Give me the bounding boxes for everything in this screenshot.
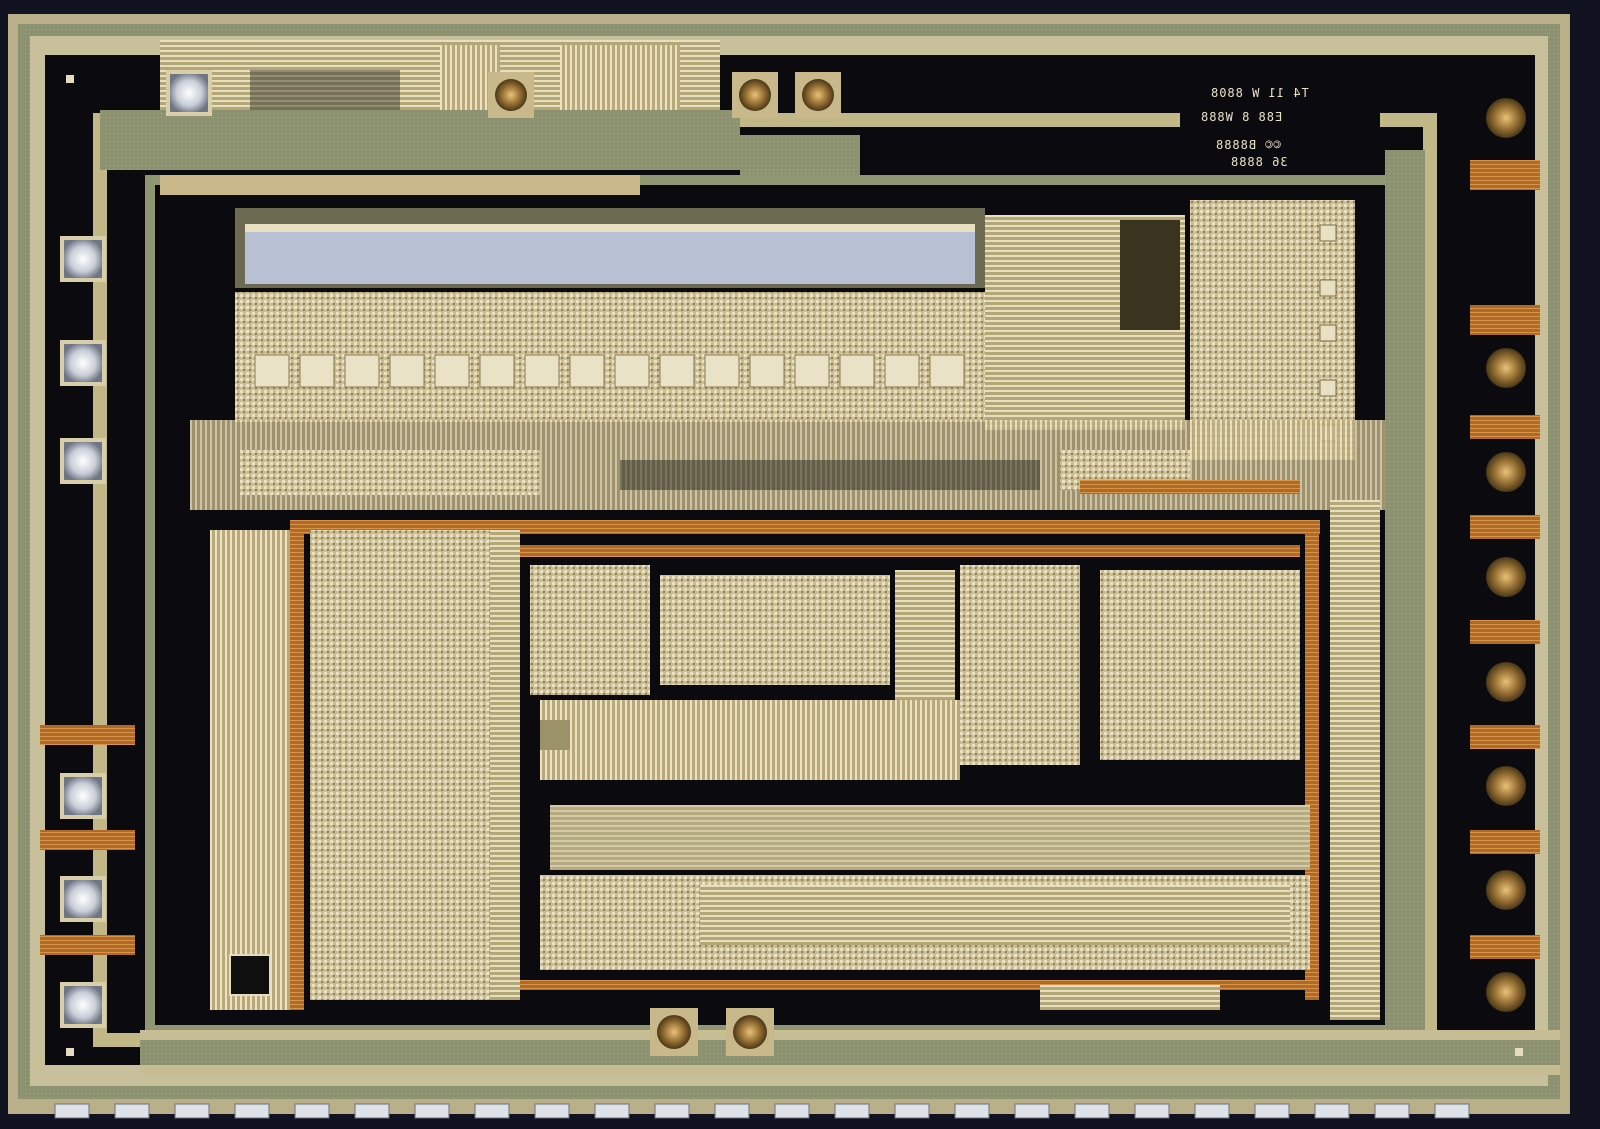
left-pads [60, 70, 212, 1028]
top-pads [488, 72, 841, 118]
passivation-window [245, 232, 975, 284]
bottom-strip-pads [54, 1103, 1470, 1119]
die-marking-line2: E88 8 W888 [1200, 110, 1283, 124]
bottom-pads [650, 1008, 774, 1056]
die-marking-line1: T4 11 W 8808 [1210, 86, 1309, 100]
right-pads [1486, 98, 1526, 1012]
die-marking-line3: ©© B8888 [1215, 138, 1281, 152]
die-marking-line4: 36 8888 [1230, 155, 1288, 169]
